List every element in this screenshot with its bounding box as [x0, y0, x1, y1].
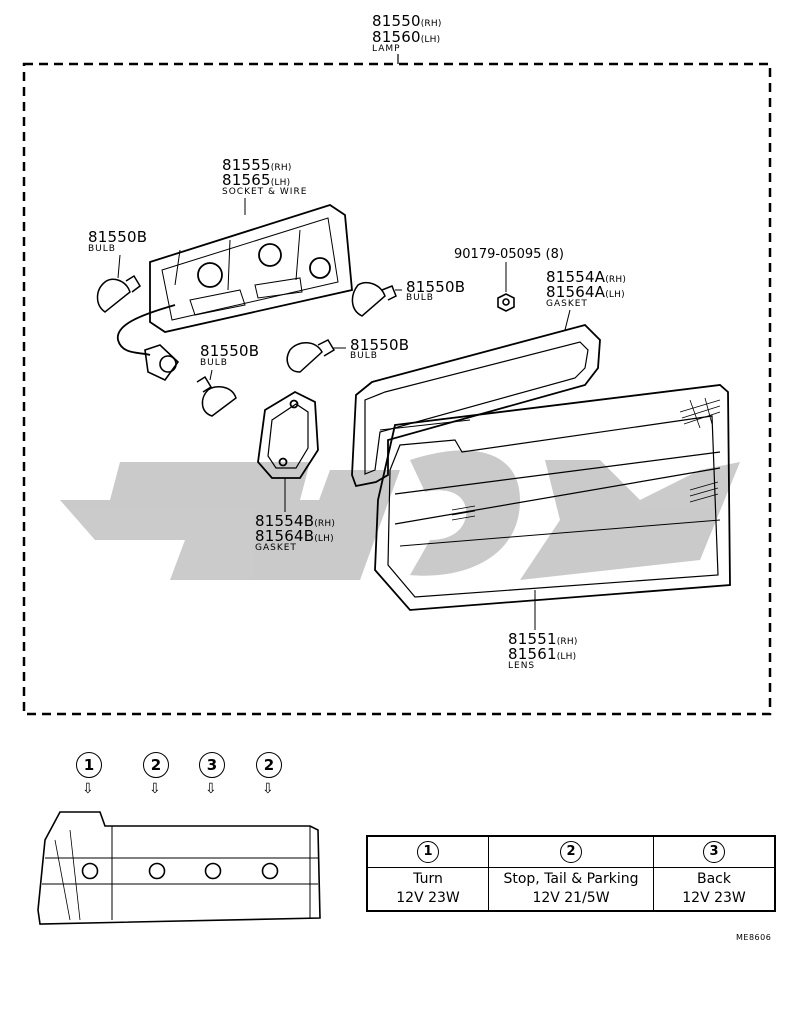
bulb-callout-4-part: 81550B [350, 336, 410, 354]
bulb-callout-2-part: 81550B [406, 278, 466, 296]
bulb-function: Stop, Tail & Parking [503, 871, 639, 888]
inner-gasket-part-rh-number: 81554B [255, 512, 315, 530]
bulb-center-lower [286, 339, 336, 373]
outer-gasket-part-rh-number: 81554A [546, 268, 606, 286]
socket-wire-housing [149, 204, 353, 333]
lh-suffix: (LH) [605, 290, 625, 300]
lh-suffix: (LH) [270, 178, 291, 188]
assembly-description: LAMP [372, 44, 401, 54]
lens-part-lh: 81561(LH) [508, 647, 576, 662]
bulb-spec: 12V 23W [682, 890, 746, 906]
bulb-spec: 12V 21/5W [532, 890, 610, 906]
assembly-part-lh: 81560(LH) [372, 30, 440, 45]
position-marker-3: 3 [199, 752, 225, 778]
rh-suffix: (RH) [314, 519, 336, 529]
position-marker-1: 1 [76, 752, 102, 778]
rh-suffix: (RH) [270, 163, 292, 173]
watermark-logo [60, 450, 740, 580]
bulb-upper-left [96, 274, 141, 313]
outer-gasket-part-lh-number: 81564A [546, 283, 606, 301]
bulb-callout-1-desc: BULB [88, 244, 116, 254]
bulb-callout-4-desc: BULB [350, 351, 378, 361]
assembly-boundary [22, 62, 772, 716]
down-arrow-icon: ⇩ [149, 781, 161, 797]
down-arrow-icon: ⇩ [262, 781, 274, 797]
lens [374, 384, 731, 611]
socket-part-rh: 81555(RH) [222, 158, 292, 173]
nut-label: 90179-05095 (8) [454, 248, 564, 261]
bulb-table-header-row: 1 2 3 [366, 835, 776, 868]
outer-gasket-part-rh: 81554A(RH) [546, 270, 626, 285]
down-arrow-icon: ⇩ [205, 781, 217, 797]
lh-suffix: (LH) [420, 35, 441, 45]
lens-part-rh-number: 81551 [508, 630, 557, 648]
nut [497, 293, 515, 312]
bulb-callout-3-desc: BULB [200, 358, 228, 368]
reference-lamp [37, 811, 321, 925]
rh-suffix: (RH) [420, 19, 442, 29]
position-marker-4: 2 [256, 752, 282, 778]
socket-wire [117, 304, 176, 356]
bulb-function: Turn [413, 871, 443, 888]
socket-part-rh-number: 81555 [222, 156, 271, 174]
inner-gasket-part-lh: 81564B(LH) [255, 529, 334, 544]
bulb-callout-1-part: 81550B [88, 228, 148, 246]
bulb-table-num: 2 [560, 841, 582, 863]
inner-gasket-description: GASKET [255, 543, 297, 553]
bulb-callout-2-desc: BULB [406, 293, 434, 303]
socket-part-lh: 81565(LH) [222, 173, 290, 188]
bulb-callout-3-part: 81550B [200, 342, 260, 360]
lh-suffix: (LH) [556, 652, 577, 662]
bulb-center-right [351, 282, 397, 317]
bulb-table-body-row: Turn 12V 23W Stop, Tail & Parking 12V 21/5… [366, 867, 776, 912]
bulb-spec: 12V 23W [396, 890, 460, 906]
rh-suffix: (RH) [556, 637, 578, 647]
outer-gasket-description: GASKET [546, 299, 588, 309]
inner-gasket [257, 390, 319, 479]
bulb-table-cell: Stop, Tail & Parking 12V 21/5W [488, 867, 654, 912]
lens-description: LENS [508, 661, 536, 671]
reference-code: ME8606 [736, 933, 772, 942]
assembly-part-lh-number: 81560 [372, 28, 421, 46]
rh-suffix: (RH) [605, 275, 627, 285]
nut-part-number: 90179-05095 [454, 247, 542, 262]
bulb-table-num: 1 [417, 841, 439, 863]
bulb-table-num: 3 [703, 841, 725, 863]
bulb-lower-left [196, 375, 237, 417]
socket-part-lh-number: 81565 [222, 171, 271, 189]
lh-suffix: (LH) [314, 534, 334, 544]
outer-gasket-part-lh: 81564A(LH) [546, 285, 625, 300]
bulb-table-num-cell: 3 [653, 835, 776, 868]
lens-part-lh-number: 81561 [508, 645, 557, 663]
bulb-function: Back [697, 871, 731, 888]
bulb-table-cell: Back 12V 23W [653, 867, 776, 912]
assembly-part-rh-number: 81550 [372, 12, 421, 30]
inner-gasket-part-lh-number: 81564B [255, 527, 315, 545]
bulb-table-num-cell: 1 [366, 835, 489, 868]
assembly-part-rh: 81550(RH) [372, 14, 442, 29]
position-marker-2: 2 [143, 752, 169, 778]
bulb-table-num-cell: 2 [488, 835, 654, 868]
down-arrow-icon: ⇩ [82, 781, 94, 797]
nut-quantity: (8) [545, 247, 564, 262]
lens-part-rh: 81551(RH) [508, 632, 578, 647]
inner-gasket-part-rh: 81554B(RH) [255, 514, 335, 529]
loose-socket [144, 344, 180, 382]
socket-description: SOCKET & WIRE [222, 187, 308, 197]
lens-hatching [451, 397, 721, 521]
bulb-table-cell: Turn 12V 23W [366, 867, 489, 912]
